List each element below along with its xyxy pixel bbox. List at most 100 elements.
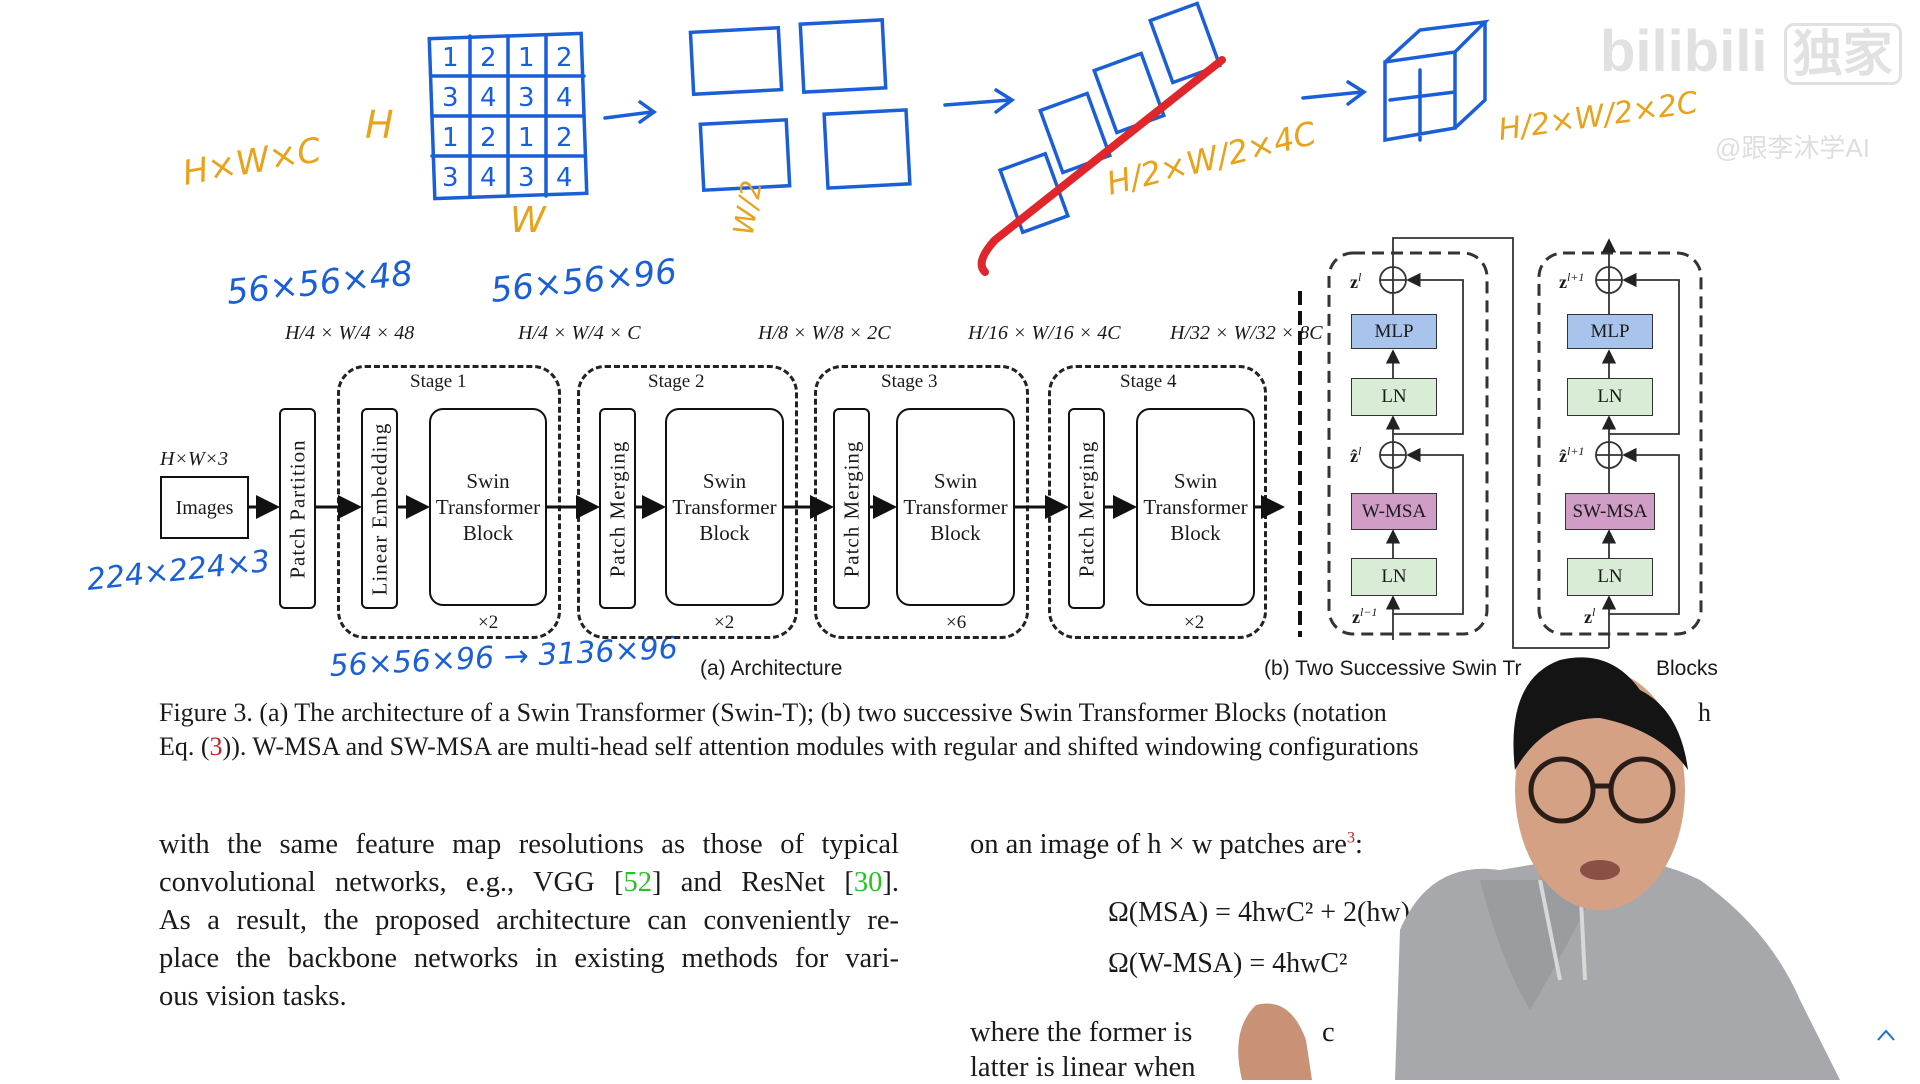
swin-line: Block	[699, 521, 750, 545]
ln-box: LN	[1351, 558, 1437, 596]
z-sup: l+1	[1567, 270, 1585, 284]
patch-grid	[427, 31, 589, 201]
swin-line: Block	[930, 521, 981, 545]
swin-line: Block	[462, 521, 514, 545]
grid-cell-number: 4	[480, 163, 497, 193]
swin-line: Swin	[702, 469, 747, 493]
annot-w: W	[510, 200, 547, 241]
text: on an image of h × w patches are	[970, 829, 1347, 860]
z-symbol: z	[1584, 607, 1592, 627]
patch-merging-box: Patch Merging	[1068, 408, 1105, 609]
glasses	[1528, 756, 1676, 824]
z-sup: l+1	[1567, 444, 1585, 458]
z-label: zl+1	[1559, 270, 1584, 293]
grid-cell-number: 2	[480, 123, 497, 153]
mlp-box: MLP	[1351, 314, 1437, 349]
z-sup: l−1	[1360, 605, 1378, 619]
grid-cell-number: 3	[442, 83, 459, 113]
z-symbol: ẑ	[1559, 446, 1567, 466]
flow-arrows	[249, 291, 1302, 637]
mlp-box: MLP	[1567, 314, 1653, 349]
stage-label: Stage 2	[648, 371, 705, 392]
watermark-channel: @跟李沐学AI	[1715, 133, 1870, 163]
annot-h: H	[365, 103, 394, 147]
body-right-intro: on an image of h × w patches are3:	[970, 829, 1363, 861]
swin-line: Transformer	[672, 495, 777, 519]
body-right-line-tail: c	[1322, 1017, 1335, 1048]
bilibili-logo: bilibili 独家	[1600, 14, 1902, 86]
caption-a: (a) Architecture	[700, 657, 843, 680]
input-dim: H×W×3	[160, 448, 229, 470]
equation-ref-link[interactable]: 3	[209, 732, 223, 761]
ln-box: LN	[1567, 378, 1653, 416]
repeat-label: ×6	[946, 612, 967, 633]
z-in-label: zl−1	[1352, 605, 1377, 628]
dim-label: H/16 × W/16 × 4C	[968, 322, 1121, 344]
z-symbol: z	[1350, 272, 1358, 292]
grid-cell-number: 4	[556, 83, 573, 113]
dim-label: H/32 × W/32 × 8C	[1170, 322, 1323, 344]
grid-cell-number: 2	[556, 123, 573, 153]
z-sup: l	[1592, 605, 1596, 619]
grid-cell-number: 3	[518, 83, 535, 113]
footnote-link[interactable]: 3	[1346, 829, 1355, 847]
body-line: convolutional networks, e.g., VGG [52] a…	[159, 864, 899, 902]
body-right-line: latter is linear when	[970, 1052, 1196, 1083]
z-symbol: z	[1559, 272, 1567, 292]
block-connectors	[1327, 237, 1703, 649]
grid-cell-number: 2	[556, 43, 573, 73]
grid-cell-number: 1	[442, 123, 459, 153]
z-hat-label: ẑl	[1350, 444, 1361, 467]
z-hat-label: ẑl+1	[1559, 444, 1584, 467]
dim-label: H/4 × W/4 × C	[518, 322, 641, 344]
grid-cell-number: 1	[518, 123, 535, 153]
sw-msa-box: SW-MSA	[1565, 493, 1655, 530]
swin-line: Transformer	[903, 495, 1008, 519]
body-line: ous vision tasks.	[159, 981, 347, 1012]
swin-line: Block	[1170, 521, 1221, 545]
patch-merging-box: Patch Merging	[833, 408, 870, 609]
watermark-tag: 独家	[1783, 23, 1902, 85]
repeat-label: ×2	[478, 612, 499, 633]
hand	[1238, 1003, 1312, 1080]
images-box: Images	[160, 476, 249, 539]
stage-label: Stage 4	[1120, 371, 1177, 392]
arrow-icon	[943, 88, 1016, 114]
equation-w-msa: Ω(W-MSA) = 4hwC²	[1108, 948, 1348, 979]
grid-cell-number: 3	[518, 163, 535, 193]
ln-box: LN	[1567, 558, 1653, 596]
caption-text: )). W-MSA and SW-MSA are multi-head self…	[222, 732, 1419, 761]
citation-link[interactable]: 52	[623, 867, 652, 898]
swin-line: Swin	[466, 469, 510, 493]
text: :	[1354, 829, 1363, 860]
grid-cell-number: 4	[556, 163, 573, 193]
watermark-brand: bilibili	[1600, 19, 1768, 84]
swin-line: Transformer	[1143, 495, 1248, 519]
grid-cell-number: 1	[442, 43, 459, 73]
patch-merging-box: Patch Merging	[599, 408, 636, 609]
chevron-up-icon[interactable]	[1876, 1028, 1896, 1042]
z-sup: l	[1358, 270, 1362, 284]
caption-b: (b) Two Successive Swin Tr	[1264, 657, 1522, 680]
grid-cell-number: 1	[518, 43, 535, 73]
swin-line: Swin	[933, 469, 978, 493]
red-strikethrough-line	[977, 56, 1226, 276]
body-left-column: with the same feature map resolutions as…	[159, 826, 899, 1016]
z-symbol: ẑ	[1350, 446, 1358, 466]
dim-label: H/8 × W/8 × 2C	[758, 322, 891, 344]
swin-line: Swin	[1173, 469, 1218, 493]
z-label: zl	[1350, 270, 1361, 293]
images-label: Images	[175, 496, 234, 519]
repeat-label: ×2	[714, 612, 735, 633]
figure-caption-line1-tail: h	[1698, 698, 1711, 727]
caption-text: Eq. (	[159, 732, 210, 761]
citation-link[interactable]: 30	[853, 867, 883, 898]
patch-partition-box: Patch Partition	[279, 408, 316, 609]
figure-caption-line2: Eq. (3)). W-MSA and SW-MSA are multi-hea…	[159, 732, 1419, 762]
repeat-label: ×2	[1184, 612, 1205, 633]
grid-cell-number: 4	[480, 83, 497, 113]
